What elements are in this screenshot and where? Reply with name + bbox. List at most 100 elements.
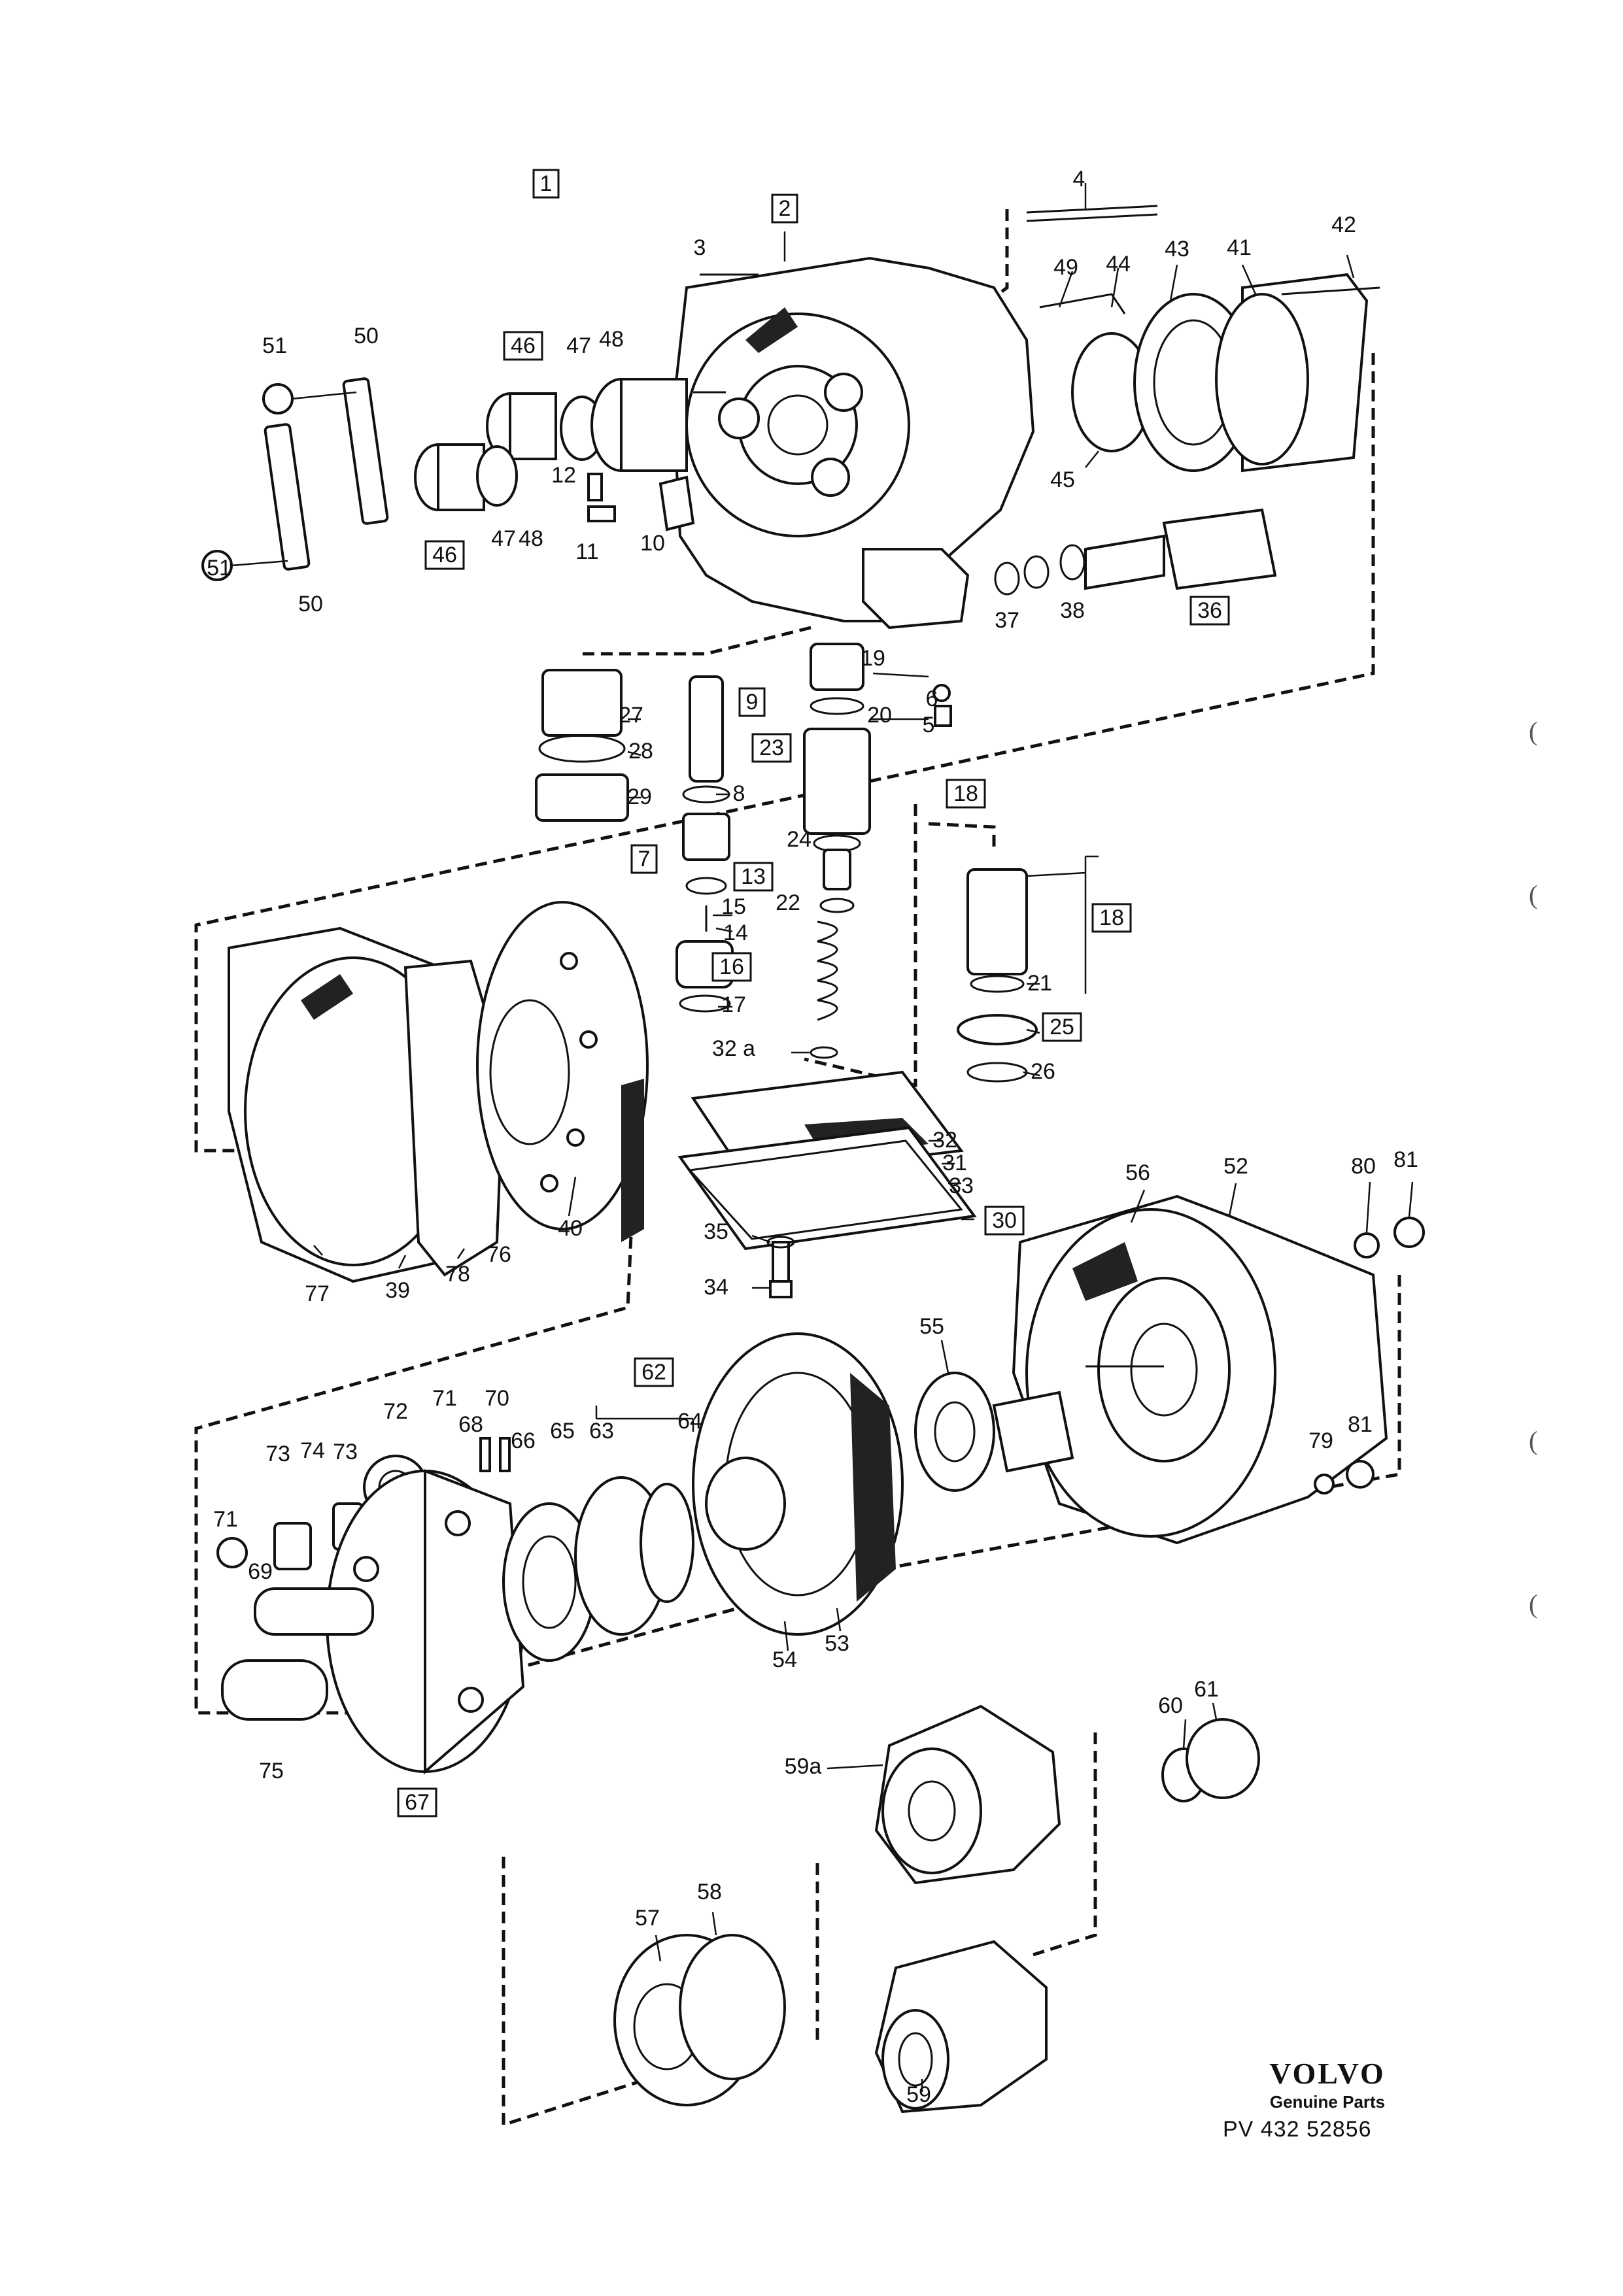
callout-label: 75 [259,1759,284,1783]
callout-label: 59a [785,1754,822,1779]
callout-label: 63 [589,1419,614,1443]
callout-box [733,862,774,892]
callout-label: 38 [1060,598,1085,623]
callout-box [1189,596,1230,626]
oil-pan [677,1070,977,1298]
callout-label: 12 [551,463,576,488]
callout-label: 2 [779,196,791,221]
margin-mark: ( [1529,1589,1538,1619]
callout-label: 24 [787,827,811,852]
callout-label: 57 [635,1906,660,1931]
callout-label: 45 [1050,467,1075,492]
callout-label: 32 a [712,1036,755,1061]
annulus-group [692,1332,1074,1636]
callout-label: 51 [207,556,231,581]
part-code: PV 432 52856 [1223,2117,1372,2142]
margin-mark: ( [1529,717,1538,746]
rear-housing [1012,1194,1425,1545]
callout-label: 23 [759,735,784,760]
upper-right-bearing-group [1039,273,1380,473]
callout-label: 59 [906,2082,931,2107]
callout-label: 50 [298,592,323,616]
callout-label: 72 [383,1399,408,1424]
callout-label: 29 [627,785,652,809]
callout-label: 25 [1050,1015,1074,1039]
callout-label: 41 [1227,235,1252,260]
callout-label: 44 [1106,252,1131,277]
callout-label: 56 [1125,1160,1150,1185]
callout-label: 67 [405,1790,430,1815]
valve-stack [535,643,1038,1083]
callout-label: 49 [1053,255,1078,280]
callout-box [946,779,986,809]
callout-label: 73 [333,1440,358,1464]
callout-label: 81 [1348,1412,1373,1437]
callout-label: 73 [265,1442,290,1466]
callout-label: 81 [1393,1147,1418,1172]
callout-label: 48 [599,327,624,352]
callout-label: 39 [385,1278,410,1303]
callout-box [397,1787,437,1817]
callout-box [738,687,766,717]
callout-label: 19 [861,646,885,671]
callout-label: 43 [1165,237,1189,262]
callout-label: 1 [540,171,553,196]
callout-label: 70 [485,1386,509,1411]
callout-label: 48 [519,526,543,551]
callout-label: 21 [1027,971,1052,996]
callout-label: 55 [919,1314,944,1339]
callout-box [984,1206,1025,1236]
callout-label: 8 [733,781,745,806]
callout-label: 5 [923,713,935,737]
callout-label: 10 [640,531,665,556]
callout-label: 34 [704,1275,728,1300]
callout-box [751,733,792,763]
callout-label: 36 [1197,598,1222,623]
callout-label: 17 [721,992,746,1017]
callout-label: 46 [432,543,457,567]
callout-box [630,844,658,874]
callout-label: 65 [550,1419,575,1443]
callout-label: 71 [213,1507,238,1532]
main-housing [672,256,1035,630]
callout-label: 31 [942,1151,967,1175]
callout-label: 32 [932,1128,957,1153]
callout-label: 15 [721,894,746,919]
adapter-plate [228,901,649,1283]
callout-label: 76 [487,1242,511,1267]
callout-label: 78 [445,1262,470,1287]
callout-label: 66 [511,1428,536,1453]
callout-label: 53 [825,1631,849,1656]
callout-label: 16 [719,954,744,979]
callout-label: 58 [697,1880,722,1904]
callout-label: 18 [1099,905,1124,930]
callout-label: 22 [776,890,800,915]
callout-label: 69 [248,1559,273,1584]
brand-name: VOLVO [1269,2057,1386,2090]
callout-box [503,331,543,361]
callout-label: 18 [953,781,978,806]
callout-label: 7 [638,847,651,871]
studs [700,205,1158,276]
callout-label: 77 [305,1281,330,1306]
leader-lines [313,183,1414,2092]
callout-label: 4 [1073,167,1085,192]
callout-label: 14 [723,920,748,945]
callout-label: 79 [1308,1428,1333,1453]
callout-label: 74 [300,1438,325,1463]
callout-label: 3 [694,235,706,260]
callout-label: 27 [619,703,643,728]
callout-box [771,194,798,224]
callout-label: 11 [575,539,598,564]
callout-label: 71 [432,1386,457,1411]
margin-mark: ( [1529,1426,1538,1455]
callout-label: 60 [1158,1693,1183,1718]
callout-label: 33 [949,1173,974,1198]
callout-label: 26 [1031,1059,1055,1084]
callout-label: 37 [995,608,1019,633]
callout-box [711,952,752,982]
right-valve-group [994,508,1277,596]
callout-label: 20 [867,703,892,728]
